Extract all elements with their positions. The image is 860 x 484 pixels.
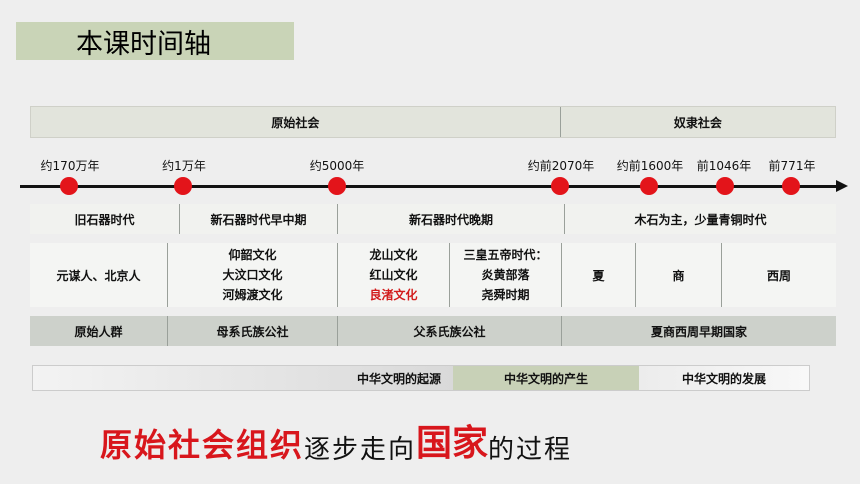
culture-cell: 仰韶文化 大汶口文化 河姆渡文化 [168,243,338,307]
culture-name: 大汶口文化 [222,268,283,282]
slogan-part: 国家 [416,422,489,464]
era-slavery: 奴隶社会 [673,115,722,130]
organization-cell: 父系氏族公社 [338,316,562,346]
timeline-dot[interactable] [174,177,192,195]
era-primitive: 原始社会 [31,107,561,137]
culture-cell: 龙山文化 红山文化 良渚文化 [338,243,450,307]
culture-name: 炎黄部落 [481,268,530,282]
civilization-origin: 中华文明的起源 [33,366,453,390]
organization-cell: 原始人群 [30,316,168,346]
culture-name: 仰韶文化 [228,248,277,262]
date-label: 约1万年 [162,159,206,173]
culture-name: 龙山文化 [369,248,418,262]
dynasty-cell: 商 [636,243,722,307]
civilization-development: 中华文明的发展 [639,366,809,390]
culture-name: 尧舜时期 [481,288,530,302]
organization-cell: 夏商西周早期国家 [650,324,747,339]
timeline-dot[interactable] [60,177,78,195]
date-label: 约前1600年 [616,159,684,173]
culture-name: 河姆渡文化 [222,288,283,302]
culture-cell: 三皇五帝时代： 炎黄部落 尧舜时期 [450,243,562,307]
period-cell: 新石器时代晚期 [338,204,565,234]
period-cell: 木石为主，少量青铜时代 [634,212,767,227]
slogan: 原始社会组织 逐步走向 国家 的过程 [100,416,800,466]
organization-row: 原始人群 母系氏族公社 父系氏族公社 夏商西周早期国家 [30,316,836,346]
timeline-dot[interactable] [328,177,346,195]
slogan-part: 逐步走向 [304,435,417,465]
culture-row: 元谋人、北京人 仰韶文化 大汶口文化 河姆渡文化 龙山文化 红山文化 良渚文化 … [30,243,836,307]
date-label: 约前2070年 [527,159,595,173]
period-row: 旧石器时代 新石器时代早中期 新石器时代晚期 木石为主，少量青铜时代 [30,204,836,234]
timeline-dot[interactable] [782,177,800,195]
civilization-birth: 中华文明的产生 [453,366,639,390]
arrow-right-icon [836,180,848,192]
era-row: 原始社会 奴隶社会 [30,106,836,138]
timeline-axis [20,185,838,188]
period-cell: 新石器时代早中期 [180,204,338,234]
date-label: 约5000年 [309,159,365,173]
date-label: 约170万年 [40,159,100,173]
culture-name: 红山文化 [369,268,418,282]
slogan-part: 的过程 [488,435,573,465]
date-label: 前1046年 [696,159,752,173]
culture-cell: 元谋人、北京人 [30,243,168,307]
date-label: 前771年 [768,159,816,173]
timeline-dot[interactable] [551,177,569,195]
timeline-dot[interactable] [716,177,734,195]
page-title: 本课时间轴 [76,28,211,60]
organization-cell: 母系氏族公社 [168,316,338,346]
period-cell: 旧石器时代 [30,204,180,234]
dynasty-cell: 西周 [766,268,791,283]
civilization-row: 中华文明的起源 中华文明的产生 中华文明的发展 [32,365,810,391]
culture-name: 三皇五帝时代： [463,248,548,262]
title-box: 本课时间轴 [16,22,294,60]
dynasty-cell: 夏 [562,243,636,307]
slogan-part: 原始社会组织 [100,426,305,464]
timeline-dot[interactable] [640,177,658,195]
culture-name-highlight: 良渚文化 [369,288,418,302]
